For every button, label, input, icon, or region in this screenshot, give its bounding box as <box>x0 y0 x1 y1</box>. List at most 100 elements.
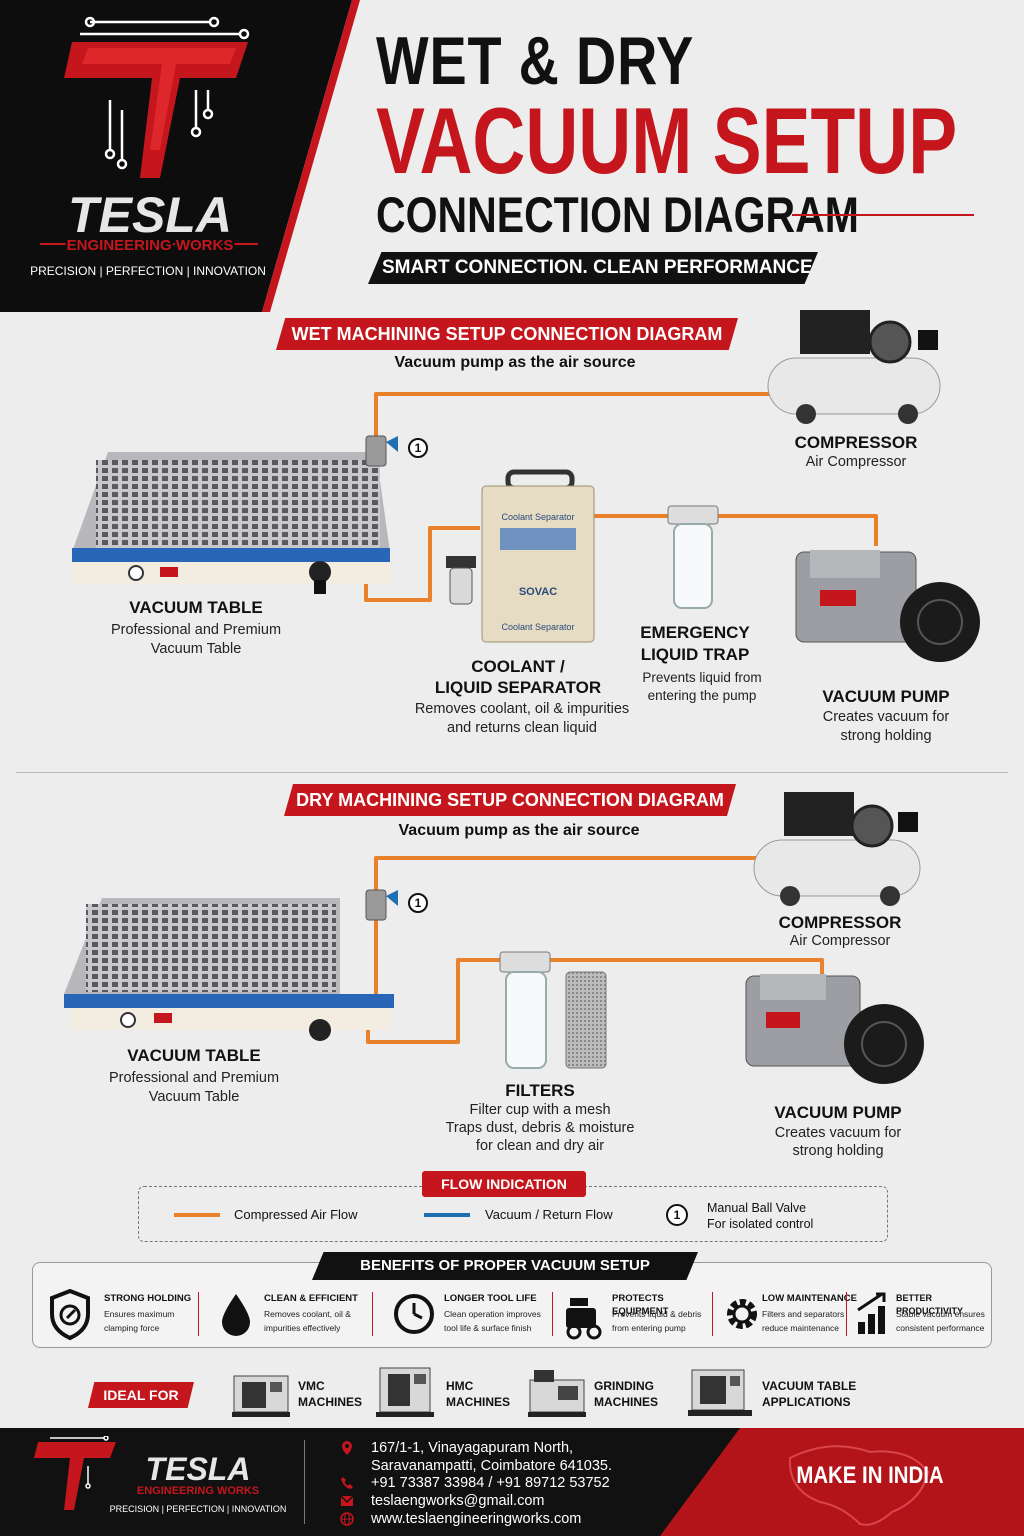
wet-inline-filter <box>446 556 476 605</box>
dry-valve-number: 1 <box>408 893 428 913</box>
wet-pump-desc1: Creates vacuum for <box>822 709 950 725</box>
dry-filters-title: FILTERS <box>505 1081 575 1100</box>
air-flow-label: Compressed Air Flow <box>234 1207 358 1222</box>
wet-separator-image <box>481 469 595 643</box>
gear-icon <box>727 1299 757 1329</box>
wet-trap-title1: EMERGENCY <box>640 623 750 642</box>
wet-compressor-title: COMPRESSOR <box>794 433 918 452</box>
dry-table-desc1: Professional and Premium <box>108 1070 280 1086</box>
flow-title: FLOW INDICATION <box>422 1171 586 1197</box>
title-line1: WET & DRY <box>376 23 695 99</box>
wet-separator-label-top: Coolant Separator <box>501 512 575 522</box>
footer-brand-subtitle: ENGINEERING WORKS <box>137 1485 259 1497</box>
wet-trap-desc2: entering the pump <box>647 688 757 703</box>
wet-subtitle: Vacuum pump as the air source <box>394 354 636 371</box>
dry-subtitle: Vacuum pump as the air source <box>398 822 640 839</box>
ideal-vacuum-table-l1: VACUUM TABLE <box>762 1379 857 1393</box>
dry-vacuum-table <box>64 898 394 1041</box>
globe-icon <box>340 1512 354 1526</box>
wet-valve <box>365 435 398 467</box>
email-icon <box>340 1495 354 1506</box>
wet-diagram <box>72 310 980 662</box>
brand-subtitle: ENGINEERING WORKS <box>67 237 234 254</box>
valve-label-1: Manual Ball Valve <box>707 1201 807 1215</box>
wet-table-title: VACUUM TABLE <box>129 598 263 617</box>
title-block: WET & DRY VACUUM SETUP CONNECTION DIAGRA… <box>376 26 996 244</box>
dry-table-desc2: Vacuum Table <box>148 1089 240 1105</box>
wet-pump-desc2: strong holding <box>840 728 932 744</box>
dry-compressor-desc: Air Compressor <box>789 933 891 949</box>
dry-banner: DRY MACHINING SETUP CONNECTION DIAGRAM <box>284 784 736 816</box>
dry-pump-title: VACUUM PUMP <box>774 1103 902 1122</box>
wet-valve-number: 1 <box>408 438 428 458</box>
section-divider <box>16 772 1008 773</box>
air-flow-swatch <box>174 1213 220 1217</box>
footer-phone[interactable]: +91 73387 33984 / +91 89712 53752 <box>371 1475 610 1491</box>
tesla-t-logo <box>64 16 250 178</box>
title-line2: VACUUM SETUP <box>376 88 958 193</box>
drop-icon <box>222 1294 250 1336</box>
dry-vacuum-pump-image <box>745 974 924 1084</box>
wet-compressor-desc: Air Compressor <box>805 454 907 470</box>
dry-filters-desc2: Traps dust, debris & moisture <box>445 1120 635 1136</box>
footer-brand-name: TESLA <box>146 1451 251 1487</box>
wet-table-desc2: Vacuum Table <box>150 641 242 657</box>
wet-trap-desc1: Prevents liquid from <box>642 670 762 685</box>
ideal-vmc-l2: MACHINES <box>298 1395 363 1409</box>
benefits-title: BENEFITS OF PROPER VACUUM SETUP <box>312 1252 698 1280</box>
wet-separator-title1: COOLANT / <box>471 657 565 676</box>
footer-red-panel <box>660 1428 1024 1536</box>
vacuum-table-machine-icon <box>688 1369 752 1416</box>
logo-panel: TESLA ENGINEERING WORKS PRECISION | PERF… <box>0 0 360 312</box>
wet-banner: WET MACHINING SETUP CONNECTION DIAGRAM <box>276 318 738 350</box>
wet-table-desc1: Professional and Premium <box>110 622 282 638</box>
dry-filter-mesh-image <box>565 971 607 1069</box>
dry-pump-desc2: strong holding <box>792 1143 884 1159</box>
dry-table-title: VACUUM TABLE <box>127 1046 261 1065</box>
wet-separator-title2: LIQUID SEPARATOR <box>434 678 602 697</box>
shield-icon <box>50 1288 90 1341</box>
valve-label-2: For isolated control <box>707 1217 814 1231</box>
vacuum-flow-swatch <box>424 1213 470 1217</box>
wet-separator-desc2: and returns clean liquid <box>447 720 597 736</box>
dry-compressor-title: COMPRESSOR <box>778 913 902 932</box>
wet-compressor-image <box>767 310 941 424</box>
wet-pump-title: VACUUM PUMP <box>822 687 950 706</box>
benefit-clean-efficient: CLEAN & EFFICIENT Removes coolant, oil &… <box>216 1288 376 1348</box>
benefit-longer-tool-life: LONGER TOOL LIFE Clean operation improve… <box>392 1288 552 1348</box>
footer-logo: TESLA ENGINEERING WORKS PRECISION | PERF… <box>34 1436 287 1514</box>
phone-icon <box>341 1477 353 1489</box>
brand-name: TESLA <box>68 187 232 243</box>
ideal-vacuum-table-l2: APPLICATIONS <box>762 1395 851 1409</box>
location-icon <box>342 1441 352 1455</box>
wet-separator-label-bottom: Coolant Separator <box>501 622 575 632</box>
ideal-hmc-l1: HMC <box>446 1379 474 1393</box>
title-rule <box>792 214 974 216</box>
title-line3: CONNECTION DIAGRAM <box>376 187 859 243</box>
grinding-machine-icon <box>528 1370 586 1417</box>
title-tagline: SMART CONNECTION. CLEAN PERFORMANCE. <box>368 252 818 284</box>
hmc-machine-icon <box>376 1367 434 1417</box>
dry-filter-cup-image <box>499 951 551 1069</box>
dry-valve <box>365 889 398 921</box>
chart-icon <box>857 1292 886 1334</box>
footer-address2: Saravanampatti, Coimbatore 641035. <box>371 1458 613 1474</box>
ideal-grinding-l2: MACHINES <box>594 1395 659 1409</box>
footer-email[interactable]: teslaengworks@gmail.com <box>371 1493 545 1509</box>
pump-icon <box>566 1298 602 1340</box>
footer-divider <box>304 1440 305 1524</box>
wet-trap-title2: LIQUID TRAP <box>640 645 750 664</box>
dry-diagram <box>64 792 924 1084</box>
footer-web[interactable]: www.teslaengineeringworks.com <box>371 1511 582 1527</box>
benefit-low-maintenance: LOW MAINTENANCE Filters and separators r… <box>722 1288 882 1348</box>
dry-filters-desc1: Filter cup with a mesh <box>469 1102 611 1118</box>
footer-brand-tagline: PRECISION | PERFECTION | INNOVATION <box>110 1504 287 1514</box>
brand-tagline: PRECISION | PERFECTION | INNOVATION <box>30 264 266 278</box>
ideal-for-label: IDEAL FOR <box>88 1382 194 1408</box>
clock-icon <box>394 1294 434 1334</box>
wet-liquid-trap-image <box>667 505 719 609</box>
benefit-better-productivity: BETTER PRODUCTIVITY Stable vacuum ensure… <box>856 1288 990 1348</box>
make-in-india: MAKE IN INDIA <box>796 1462 944 1489</box>
benefit-protects-equipment: PROTECTS EQUIPMENT Prevents liquid & deb… <box>562 1288 722 1348</box>
wet-vacuum-pump-image <box>795 550 980 662</box>
